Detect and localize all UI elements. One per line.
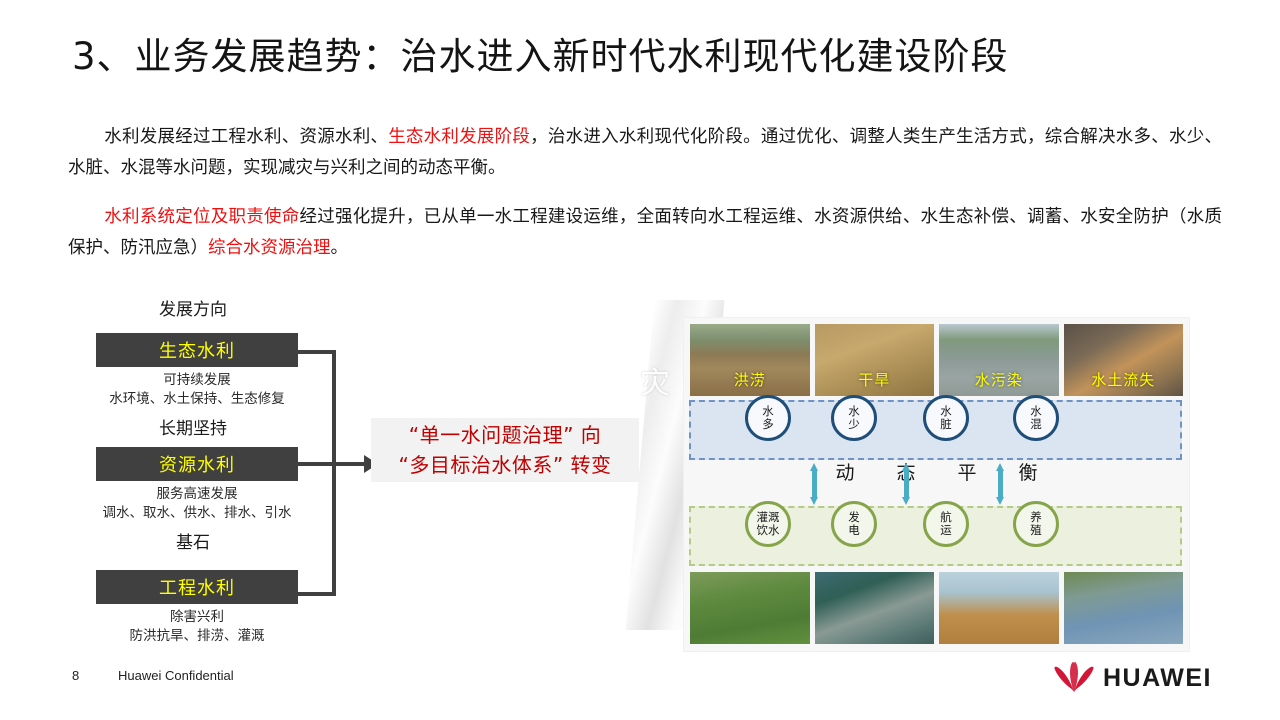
stage-box-ecological[interactable]: 生态水利 [96,333,298,367]
balance-arrow-2-icon [902,463,911,505]
node-line2: 脏 [940,417,952,431]
node-line2: 殖 [1030,523,1042,537]
water-development-stages-diagram: 发展方向 生态水利 可持续发展 水环境、水土保持、生态修复 长期坚持 资源水利 … [88,295,418,650]
para1-text-a: 水利发展经过工程水利、资源水利、 [104,127,389,147]
benefit-band: 灌溉 饮水 发 电 航 运 养 殖 [689,501,1182,566]
watermark-character: 灾 [640,366,670,401]
body-paragraph-1: 水利发展经过工程水利、资源水利、生态水利发展阶段，治水进入水利现代化阶段。通过优… [68,122,1222,184]
node-line2: 多 [762,417,774,431]
problem-node-too-little[interactable]: 水 少 [831,395,877,441]
dynamic-balance-label: 动 态 平 衡 [835,462,1056,484]
irrigation-photo [690,572,810,644]
stage-desc-resource: 服务高速发展 调水、取水、供水、排水、引水 [88,485,306,523]
diagram-top-heading: 发展方向 [159,300,227,320]
aquaculture-photo [1063,572,1183,644]
body-paragraph-2: 水利系统定位及职责使命经过强化提升，已从单一水工程建设运维，全面转向水工程运维、… [68,202,1222,264]
node-line1: 航 [940,510,952,524]
confidentiality-notice: Huawei Confidential [118,668,234,683]
benefit-node-aquaculture[interactable]: 养 殖 [1013,501,1059,547]
para1-highlight: 生态水利发展阶段 [388,127,531,147]
stage-separator-foundation: 基石 [176,533,210,553]
stage-desc-line2: 调水、取水、供水、排水、引水 [102,505,292,521]
node-line2: 运 [940,523,952,537]
para2-highlight-2: 综合水资源治理 [208,238,331,258]
node-line1: 水 [762,404,774,418]
callout-line-1: “单一水问题治理” 向 [408,423,602,447]
soil-erosion-photo: 水土流失 [1063,324,1183,396]
benefit-photo-row [690,572,1183,644]
node-line2: 电 [848,523,860,537]
dam-photo [814,572,934,644]
shipping-photo [939,572,1059,644]
stage-desc-line2: 水环境、水土保持、生态修复 [109,391,285,407]
para1-text-b: ，治水进入水利现代化阶段。通过优化、调整人类生产生活方式，综合解决水多、水少、水… [68,127,1223,178]
benefit-node-irrigation-drinking[interactable]: 灌溉 饮水 [745,501,791,547]
stage-separator-long-term: 长期坚持 [159,419,227,439]
callout-line-2: “多目标治水体系” 转变 [398,453,612,477]
node-line1: 水 [848,404,860,418]
stage-desc-line1: 可持续发展 [163,372,231,388]
balance-arrow-1-icon [810,463,819,505]
stage-desc-engineering: 除害兴利 防洪抗旱、排涝、灌溉 [88,608,306,646]
node-line1: 发 [848,510,860,524]
huawei-logo: HUAWEI [1054,662,1212,694]
benefit-node-shipping[interactable]: 航 运 [923,501,969,547]
problem-band: 水 多 水 少 水 脏 水 混 [689,395,1182,460]
stage-desc-line1: 除害兴利 [170,609,224,625]
node-line1: 灌溉 [756,510,780,524]
soil-erosion-photo-label: 水土流失 [1091,371,1156,389]
stage-box-resource[interactable]: 资源水利 [96,447,298,481]
stage-box-engineering[interactable]: 工程水利 [96,570,298,604]
drought-photo: 干旱 [814,324,934,396]
bracket-top-segment [292,350,336,354]
water-pollution-photo: 水污染 [939,324,1059,396]
bracket-arrow-shaft [292,462,368,466]
problem-photo-row: 洪涝 干旱 水污染 水土流失 [690,324,1183,396]
node-line2: 饮水 [756,523,780,537]
balance-arrow-3-icon [996,463,1005,505]
stage-desc-ecological: 可持续发展 水环境、水土保持、生态修复 [88,371,306,409]
transformation-callout: “单一水问题治理” 向 “多目标治水体系” 转变 [371,418,639,482]
flood-photo-label: 洪涝 [733,371,766,389]
para2-text-b: 。 [330,238,349,258]
bracket-bottom-segment [292,592,336,596]
drought-photo-label: 干旱 [858,371,891,389]
node-line1: 养 [1030,510,1042,524]
node-line1: 水 [940,404,952,418]
problem-node-muddy[interactable]: 水 混 [1013,395,1059,441]
para2-highlight-1: 水利系统定位及职责使命 [104,207,300,227]
stage-desc-line2: 防洪抗旱、排涝、灌溉 [129,628,265,644]
bracket-vertical-segment [332,350,336,596]
huawei-flower-icon [1054,662,1094,694]
flood-photo: 洪涝 [690,324,810,396]
problem-node-too-much[interactable]: 水 多 [745,395,791,441]
para2-text-a: 经过强化提升，已从单一水工程建设运维，全面转向水工程运维、水资源供给、水生态补偿… [68,207,1222,258]
node-line2: 混 [1030,417,1042,431]
benefit-node-power-generation[interactable]: 发 电 [831,501,877,547]
stage-desc-line1: 服务高速发展 [156,486,238,502]
water-governance-panel: 洪涝 干旱 水污染 水土流失 水 多 水 少 水 脏 [684,318,1189,651]
node-line1: 水 [1030,404,1042,418]
problem-node-dirty[interactable]: 水 脏 [923,395,969,441]
water-pollution-photo-label: 水污染 [974,371,1023,389]
page-title: 3、业务发展趋势：治水进入新时代水利现代化建设阶段 [72,35,1009,78]
node-line2: 少 [848,417,860,431]
huawei-wordmark: HUAWEI [1103,663,1212,692]
page-number: 8 [72,668,80,683]
